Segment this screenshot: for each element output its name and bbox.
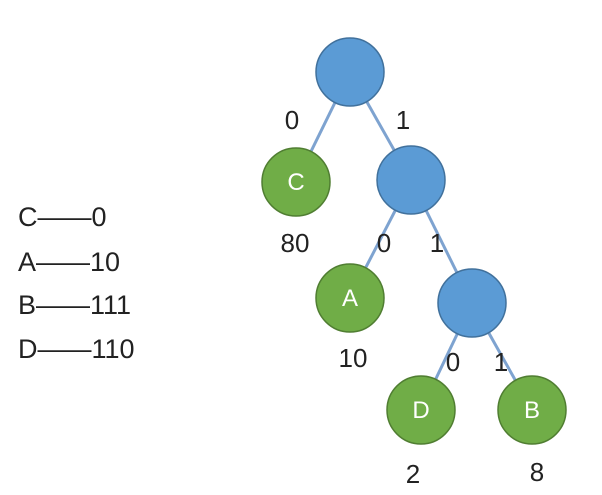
code-entry-d: D——110 bbox=[18, 334, 135, 364]
code-entry-a: A——10 bbox=[18, 247, 121, 277]
internal-node-1 bbox=[376, 145, 446, 215]
weight-c: 80 bbox=[281, 228, 310, 258]
leaf-node-d bbox=[386, 375, 456, 445]
leaf-label-d: D bbox=[412, 397, 429, 424]
edge-bit-n1-left: 0 bbox=[377, 228, 391, 258]
edge-bit-n2-right: 1 bbox=[494, 347, 508, 377]
edge-bit-n2-left: 0 bbox=[446, 347, 460, 377]
leaf-label-c: C bbox=[287, 169, 304, 196]
leaf-node-c bbox=[261, 147, 331, 217]
edge-bit-root-right: 1 bbox=[396, 105, 410, 135]
code-entry-c: C——0 bbox=[18, 202, 107, 232]
leaf-node-b bbox=[497, 375, 567, 445]
leaf-label-a: A bbox=[342, 285, 358, 312]
weight-a: 10 bbox=[339, 343, 368, 373]
edge-bit-n1-right: 1 bbox=[430, 228, 444, 258]
leaf-label-b: B bbox=[524, 397, 540, 424]
root-node bbox=[315, 37, 385, 107]
weight-d: 2 bbox=[406, 459, 420, 489]
leaf-node-a bbox=[315, 263, 385, 333]
edge-bit-root-left: 0 bbox=[285, 105, 299, 135]
internal-node-2 bbox=[437, 268, 507, 338]
weight-b: 8 bbox=[530, 457, 544, 487]
code-entry-b: B——111 bbox=[18, 290, 132, 320]
